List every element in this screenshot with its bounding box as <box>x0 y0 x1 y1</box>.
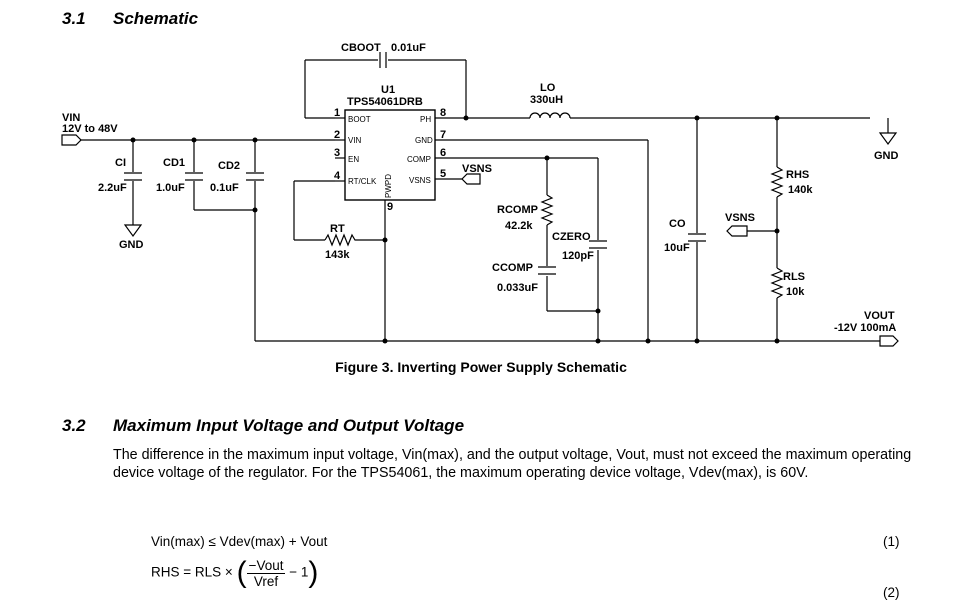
rls-ref: RLS <box>783 271 805 283</box>
cboot-capacitor <box>379 52 387 68</box>
equation-2-denominator: Vref <box>253 573 279 589</box>
pin-num-7: 7 <box>440 129 446 141</box>
vout-net-value: -12V 100mA <box>834 322 896 334</box>
equation-1-number: (1) <box>883 534 900 549</box>
cboot-value: 0.01uF <box>391 42 426 54</box>
vin-net-name: VIN <box>62 112 80 124</box>
ccomp-value: 0.033uF <box>497 282 538 294</box>
wires <box>80 59 889 342</box>
equation-2-numerator: −Vout <box>246 557 286 574</box>
open-paren: ( <box>236 556 247 589</box>
pin-num-1: 1 <box>334 107 340 119</box>
equation-2-number: (2) <box>883 585 900 600</box>
pin-name-pwpd: PWPD <box>384 174 393 198</box>
co-value: 10uF <box>664 242 690 254</box>
pin-name-en: EN <box>348 155 359 164</box>
rt-value: 143k <box>325 249 350 261</box>
pin-num-6: 6 <box>440 147 446 159</box>
ci-value: 2.2uF <box>98 182 127 194</box>
rhs-value: 140k <box>788 184 813 196</box>
ic-part: TPS54061DRB <box>347 96 423 108</box>
rcomp-ref: RCOMP <box>497 204 538 216</box>
ic-body <box>344 109 436 201</box>
pin-num-2: 2 <box>334 129 340 141</box>
rhs-ref: RHS <box>786 169 809 181</box>
pin-name-gnd: GND <box>415 136 433 145</box>
pin-num-8: 8 <box>440 107 446 119</box>
rt-resistor <box>324 233 358 247</box>
cd1-ref: CD1 <box>163 157 185 169</box>
close-paren: ) <box>308 556 319 589</box>
cboot-ref: CBOOT <box>341 42 381 54</box>
lo-inductor <box>529 112 571 119</box>
pin-name-comp: COMP <box>407 155 431 164</box>
equation-2-tail: − 1 <box>289 564 309 580</box>
vin-net-value: 12V to 48V <box>62 123 118 135</box>
czero-ref: CZERO <box>552 231 591 243</box>
rt-ref: RT <box>330 223 345 235</box>
vin-port-icon <box>61 134 82 146</box>
pin-name-rtclk: RT/CLK <box>348 177 377 186</box>
section-title-schematic: Schematic <box>113 9 199 28</box>
cd2-ref: CD2 <box>218 160 240 172</box>
pin-num-3: 3 <box>334 147 340 159</box>
czero-value: 120pF <box>562 250 594 262</box>
equation-2-lhs: RHS = RLS × <box>151 564 233 580</box>
section-number-3-2: 3.2 <box>62 416 86 435</box>
cd1-value: 1.0uF <box>156 182 185 194</box>
pin-name-ph: PH <box>420 115 431 124</box>
rcomp-value: 42.2k <box>505 220 533 232</box>
gnd-right-label: GND <box>874 150 899 162</box>
vsns-ic-label: VSNS <box>462 163 492 175</box>
pin-name-boot: BOOT <box>348 115 371 124</box>
capacitors <box>124 172 706 275</box>
pin-num-9: 9 <box>387 201 393 213</box>
figure-caption: Figure 3. Inverting Power Supply Schemat… <box>335 359 627 375</box>
vsns-fb-label: VSNS <box>725 212 755 224</box>
schematic-diagram: CBOOT 0.01uF U1 TPS54061DRB 1 2 3 4 8 7 … <box>61 42 899 347</box>
ground-icon-left <box>123 224 143 238</box>
ic-ref: U1 <box>381 84 395 96</box>
cd2-value: 0.1uF <box>210 182 239 194</box>
ground-icon-right <box>878 132 898 146</box>
pin-name-vsns: VSNS <box>409 176 431 185</box>
vout-net-name: VOUT <box>864 310 895 322</box>
gnd-left-label: GND <box>119 239 144 251</box>
co-ref: CO <box>669 218 686 230</box>
pin-num-5: 5 <box>440 168 446 180</box>
body-paragraph: The difference in the maximum input volt… <box>113 447 912 481</box>
lo-value: 330uH <box>530 94 563 106</box>
vout-port-icon <box>879 335 899 347</box>
section-title-max-voltage: Maximum Input Voltage and Output Voltage <box>113 416 465 435</box>
junction-dots <box>130 115 780 344</box>
pin-name-vin: VIN <box>348 136 362 145</box>
vsns-port-icon-ic <box>461 173 481 185</box>
section-number-3-1: 3.1 <box>62 9 86 28</box>
ccomp-ref: CCOMP <box>492 262 533 274</box>
rhs-resistor <box>770 166 784 198</box>
equation-1: Vin(max) ≤ Vdev(max) + Vout <box>151 534 328 549</box>
pin-num-4: 4 <box>334 170 341 182</box>
rcomp-resistor <box>540 194 554 226</box>
rls-value: 10k <box>786 286 805 298</box>
lo-ref: LO <box>540 82 556 94</box>
rls-resistor <box>770 267 784 299</box>
ci-ref: CI <box>115 157 126 169</box>
vsns-port-icon-fb <box>726 225 748 237</box>
